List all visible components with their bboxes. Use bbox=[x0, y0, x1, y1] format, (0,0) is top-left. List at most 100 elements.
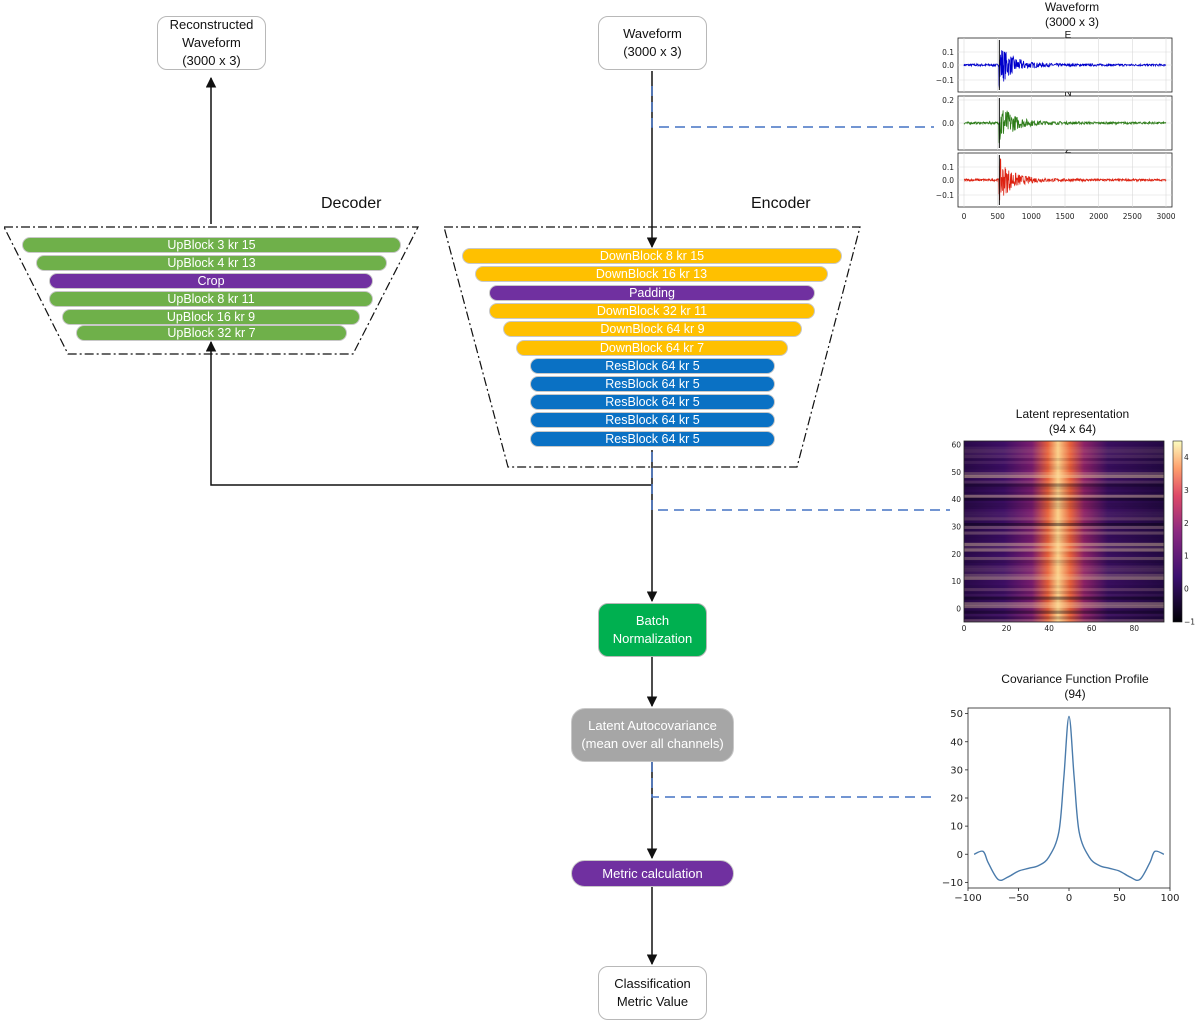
latent-plot-title: Latent representation (94 x 64) bbox=[990, 407, 1155, 437]
reconstructed-line1: Reconstructed bbox=[169, 17, 254, 32]
heatmap-row bbox=[964, 593, 1164, 597]
waveform-ytick-label: 0.0 bbox=[942, 61, 954, 70]
covariance-ytick-label: 50 bbox=[950, 709, 963, 720]
heatmap-row bbox=[964, 517, 1164, 521]
heatmap-row bbox=[964, 489, 1164, 493]
heatmap-row bbox=[964, 472, 1164, 476]
heatmap-row bbox=[964, 525, 1164, 529]
encoder-title: Encoder bbox=[751, 195, 811, 212]
heatmap-row bbox=[964, 590, 1164, 595]
heatmap-row bbox=[964, 463, 1164, 467]
heatmap-row bbox=[964, 607, 1164, 611]
classification-result-node: Classification Metric Value bbox=[598, 966, 707, 1020]
heatmap-row bbox=[964, 616, 1164, 620]
covariance-line bbox=[973, 715, 1165, 882]
dashed-link-latent bbox=[651, 452, 950, 511]
decoder-block: Crop bbox=[49, 273, 373, 289]
heatmap-row bbox=[964, 562, 1164, 566]
decoder-title: Decoder bbox=[321, 195, 382, 212]
heatmap-row bbox=[964, 588, 1164, 592]
latent-plot-title-line2: (94 x 64) bbox=[1048, 422, 1097, 436]
encoder-block: Padding bbox=[489, 285, 815, 301]
waveform-ytick-label: −0.1 bbox=[936, 191, 954, 200]
heatmap-row bbox=[964, 494, 1164, 498]
waveform-xtick-label: 1500 bbox=[1055, 212, 1074, 221]
latent-ytick-label: 30 bbox=[951, 523, 961, 532]
colorbar-tick-label: 2 bbox=[1184, 519, 1189, 528]
latent-ytick-label: 50 bbox=[951, 468, 961, 477]
latent-xtick-label: 80 bbox=[1129, 624, 1139, 633]
dashed-link-waveform bbox=[651, 86, 934, 128]
decoder-block: UpBlock 8 kr 11 bbox=[49, 291, 373, 307]
covariance-plot-title: Covariance Function Profile (94) bbox=[985, 672, 1165, 702]
heatmap-row bbox=[964, 545, 1164, 549]
heatmap-row bbox=[964, 466, 1164, 470]
waveform-ytick-label: 0.0 bbox=[942, 119, 954, 128]
heatmap-row bbox=[964, 573, 1164, 578]
latent-xtick-label: 0 bbox=[962, 624, 967, 633]
waveform-xtick-label: 3000 bbox=[1156, 212, 1175, 221]
covariance-ytick-label: 40 bbox=[950, 737, 963, 748]
colorbar-tick-label: 1 bbox=[1184, 552, 1189, 561]
covariance-frame bbox=[967, 707, 1171, 889]
arrow-latent-to-decoder bbox=[205, 340, 652, 486]
heatmap-row bbox=[964, 500, 1164, 504]
encoder-block: ResBlock 64 kr 5 bbox=[530, 358, 775, 374]
waveform-input-node: Waveform (3000 x 3) bbox=[598, 16, 707, 70]
covariance-xtick-label: −50 bbox=[1008, 893, 1029, 904]
latent-ytick-label: 0 bbox=[956, 605, 961, 614]
covariance-plot-title-line2: (94) bbox=[1064, 687, 1086, 701]
decoder-block: UpBlock 16 kr 9 bbox=[62, 309, 360, 325]
waveform-xtick-label: 500 bbox=[991, 212, 1006, 221]
encoder-block: DownBlock 8 kr 15 bbox=[462, 248, 842, 264]
covariance-ytick-label: 20 bbox=[950, 794, 963, 805]
waveform-xtick-label: 0 bbox=[962, 212, 967, 221]
heatmap-row bbox=[964, 520, 1164, 524]
encoder-block: ResBlock 64 kr 5 bbox=[530, 394, 775, 410]
reconstructed-line3: (3000 x 3) bbox=[182, 53, 241, 68]
waveform-ytick-label: 0.2 bbox=[942, 96, 954, 105]
heatmap-row bbox=[964, 576, 1164, 580]
heatmap-row bbox=[964, 551, 1164, 555]
heatmap-row bbox=[964, 449, 1164, 453]
heatmap-row bbox=[964, 511, 1164, 515]
heatmap-row bbox=[964, 559, 1164, 563]
colorbar-tick-label: 3 bbox=[1184, 486, 1189, 495]
heatmap-base bbox=[964, 441, 1164, 622]
heatmap-row bbox=[964, 537, 1164, 541]
reconstructed-line2: Waveform bbox=[182, 35, 241, 50]
waveform-plot-title-line1: Waveform bbox=[1044, 0, 1100, 14]
metric-calc-label: Metric calculation bbox=[602, 865, 703, 881]
heatmap-row bbox=[964, 457, 1164, 462]
latent-ytick-label: 60 bbox=[951, 441, 961, 450]
waveform-ytick-label: 0.0 bbox=[942, 176, 954, 185]
decoder-block: UpBlock 3 kr 15 bbox=[22, 237, 401, 253]
heatmap-row bbox=[964, 523, 1164, 527]
heatmap-row bbox=[964, 565, 1164, 569]
encoder-block: ResBlock 64 kr 5 bbox=[530, 412, 775, 428]
heatmap-row bbox=[964, 619, 1164, 623]
heatmap-row bbox=[964, 556, 1164, 561]
batch-norm-line1: Batch bbox=[635, 613, 670, 628]
covariance-xtick-label: 0 bbox=[1066, 893, 1072, 904]
metric-calculation-node: Metric calculation bbox=[571, 860, 734, 887]
colorbar-tick-label: −1 bbox=[1184, 618, 1195, 627]
heatmap-row bbox=[964, 506, 1164, 510]
encoder-block: DownBlock 64 kr 7 bbox=[516, 340, 788, 356]
latent-ytick-label: 20 bbox=[951, 550, 961, 559]
heatmap-row bbox=[964, 474, 1164, 479]
covariance-xtick-label: 50 bbox=[1113, 893, 1126, 904]
autocov-line2: (mean over all channels) bbox=[581, 736, 724, 751]
heatmap-row bbox=[964, 483, 1164, 487]
waveform-xtick-label: 2500 bbox=[1123, 212, 1142, 221]
colorbar bbox=[1172, 440, 1183, 623]
waveform-xtick-label: 2000 bbox=[1089, 212, 1108, 221]
heatmap-row bbox=[964, 460, 1164, 464]
waveform-xtick-label: 1000 bbox=[1022, 212, 1041, 221]
waveform-ytick-label: −0.1 bbox=[936, 76, 954, 85]
encoder-block: ResBlock 64 kr 5 bbox=[530, 376, 775, 392]
reconstructed-waveform-node: Reconstructed Waveform (3000 x 3) bbox=[157, 16, 266, 70]
colorbar-tick-label: 0 bbox=[1184, 585, 1189, 594]
